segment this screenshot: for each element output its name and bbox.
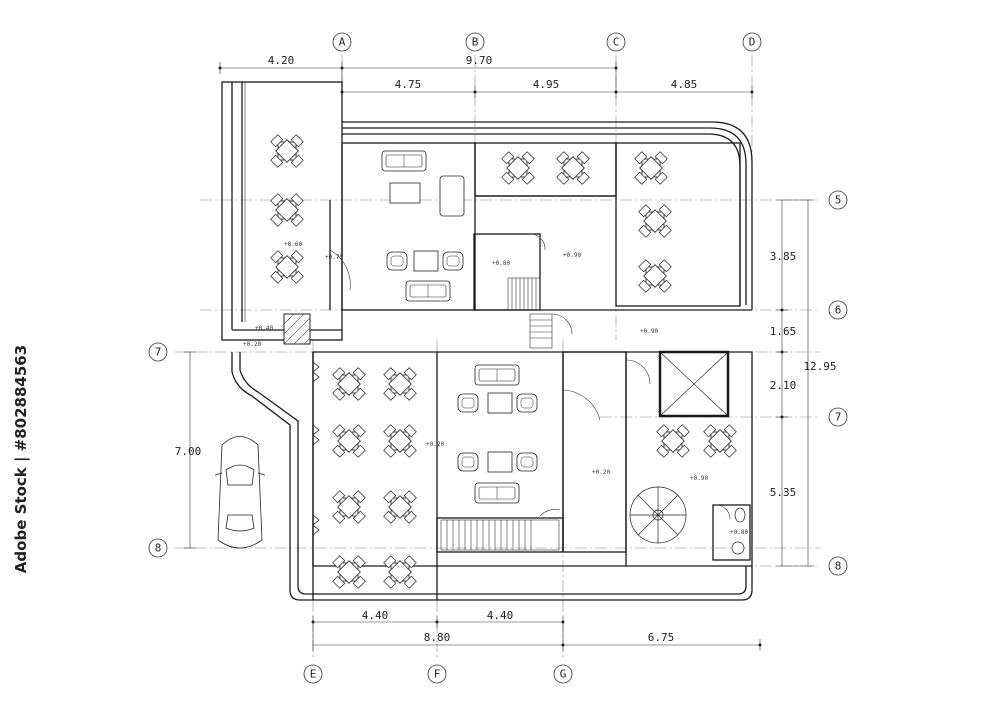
level-mark: +0.90: [640, 328, 658, 335]
level-mark: +0.60: [284, 241, 302, 248]
dim-top-ab: 4.75: [395, 78, 422, 91]
dim-right-56: 3.85: [770, 250, 797, 263]
grid-label-c: C: [613, 36, 620, 49]
dim-right-total: 12.95: [803, 360, 836, 373]
dim-bottom-total: 8.80: [424, 631, 451, 644]
level-mark: +0.80: [730, 529, 748, 536]
dim-top-cd: 4.85: [671, 78, 698, 91]
dim-right-78: 5.35: [770, 486, 797, 499]
level-mark: +0.40: [255, 325, 273, 332]
level-mark: +0.20: [243, 341, 261, 348]
toilet-fixture: [731, 507, 746, 555]
grid-label-8-right: 8: [835, 560, 842, 573]
level-mark: +0.75: [325, 254, 343, 261]
grid-label-8-left: 8: [155, 542, 162, 555]
grid-label-5: 5: [835, 194, 842, 207]
dim-bottom-fg: 4.40: [487, 609, 514, 622]
dim-right-6a: 1.65: [770, 325, 797, 338]
stock-watermark: Adobe Stock | #802884563: [12, 344, 30, 574]
dim-top-left: 4.20: [268, 54, 295, 67]
grid-label-7-left: 7: [155, 346, 162, 359]
dim-bottom-ef: 4.40: [362, 609, 389, 622]
dim-left-78: 7.00: [175, 445, 202, 458]
grid-label-7-right: 7: [835, 411, 842, 424]
level-mark: +0.20: [426, 441, 444, 448]
lounge-furniture: [381, 150, 538, 504]
spiral-stair: [629, 486, 687, 544]
dim-top-bc: 4.95: [533, 78, 560, 91]
dim-top-overall: 9.70: [466, 54, 493, 67]
grid-label-f: F: [434, 668, 441, 681]
level-mark: +0.90: [690, 475, 708, 482]
grid-label-a: A: [339, 36, 346, 49]
grid-label-6: 6: [835, 304, 842, 317]
dim-bottom-right: 6.75: [648, 631, 675, 644]
dim-right-a7: 2.10: [770, 379, 797, 392]
grid-label-g: G: [560, 668, 567, 681]
level-mark: +0.80: [492, 260, 510, 267]
level-mark: +0.20: [592, 469, 610, 476]
car: [214, 436, 266, 549]
grid-label-e: E: [310, 668, 317, 681]
level-mark: +0.90: [563, 252, 581, 259]
grid-label-d: D: [749, 36, 756, 49]
grid-label-b: B: [472, 36, 479, 49]
